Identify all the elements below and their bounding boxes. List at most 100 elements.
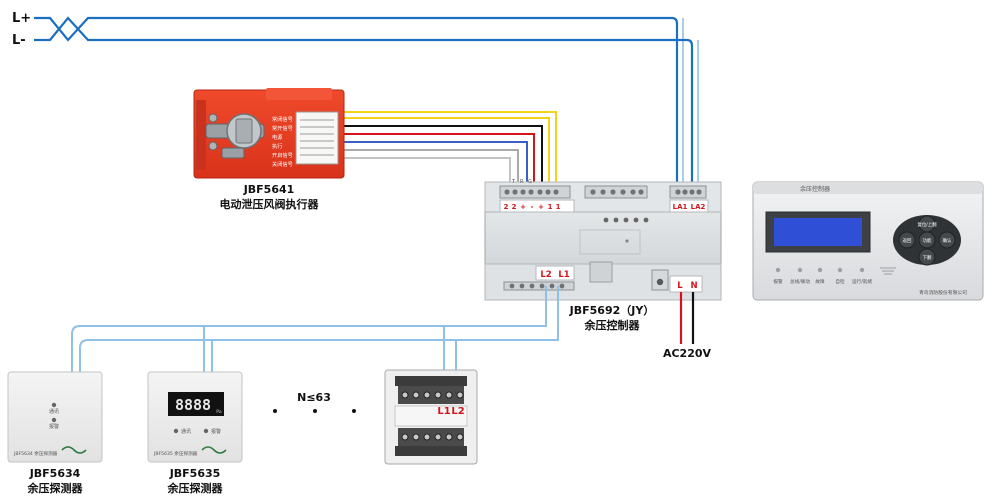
controller-loop-terminals: LA1 LA2 — [669, 185, 709, 213]
screw-icon — [208, 141, 218, 151]
power-terminal-n: N — [690, 281, 697, 291]
base-center — [394, 405, 468, 427]
sensor-led — [173, 428, 179, 434]
bus-l-plus-label: L+ — [12, 11, 31, 26]
indicator-label: 运行/就绪 — [852, 278, 872, 285]
sensor-led-label: 通讯 — [49, 408, 59, 415]
power-terminal-l: L — [677, 281, 683, 291]
actuator-wires — [342, 111, 557, 186]
sensor-display-bezel — [168, 392, 224, 416]
panel-title: 余压控制器 — [800, 185, 830, 193]
actuator-label-row: 执行 — [272, 142, 282, 150]
wire-grey-2 — [342, 157, 511, 186]
base-rail-top — [395, 376, 467, 386]
actuator-label-row: 开启信号 — [272, 151, 293, 159]
panel-brand: 青鸟消防股份有限公司 — [919, 289, 967, 296]
panel-button-left-label: 返回 — [903, 237, 912, 244]
panel-button-right-label: 确认 — [943, 237, 952, 244]
base-screws-top — [401, 391, 464, 399]
sensor-jbf5635-model: JBF5635 — [169, 467, 221, 480]
sensor-led-label: 通讯 — [181, 428, 191, 435]
indicator-label: 自检 — [835, 278, 845, 285]
panel-button-center-label: 功能 — [923, 237, 932, 244]
base-terminal-strip-top — [398, 386, 464, 404]
controller-jbf5692: 2 2 + - + 1 1 T R G LA1 LA2 — [484, 179, 722, 332]
controller-front-slot — [579, 229, 641, 255]
sensor-jbf5634-footer: JBF5634 余压探测器 — [13, 450, 58, 457]
panel-button-right[interactable] — [938, 231, 956, 249]
controller-power-terminals: L N — [651, 269, 703, 293]
indicator-led — [797, 267, 803, 273]
actuator-model: JBF5641 — [243, 183, 295, 196]
sensor-led — [51, 402, 57, 408]
indicator-label: 总线/联动 — [790, 278, 810, 285]
ellipsis-dot — [352, 409, 356, 413]
top-small-letter: R — [520, 179, 524, 185]
sensor-count: N≤63 — [273, 391, 356, 413]
panel-lcd-screen — [774, 218, 862, 246]
controller-front-dot — [625, 239, 629, 243]
panel-button-left[interactable] — [898, 231, 916, 249]
logo-icon — [201, 446, 227, 454]
sensor-bus-l1 — [79, 286, 559, 372]
actuator-side-ledge — [196, 100, 206, 170]
actuator-jbf5641: 常闭信号 常开信号 电源 执行 开启信号 关闭信号 JBF5641 电动泄压风阀… — [193, 88, 345, 211]
indicator-led — [775, 267, 781, 273]
top-terminal-label: 2 — [504, 203, 509, 211]
loop-terminal-la2: LA2 — [691, 203, 706, 211]
wire-black — [342, 125, 543, 186]
panel-button-up-label: 复位/上翻 — [917, 221, 937, 228]
sensor-bus-l2 — [71, 286, 547, 372]
panel-button-center[interactable] — [918, 231, 936, 249]
panel-vent-lines — [880, 267, 896, 275]
panel-header — [753, 182, 983, 194]
top-terminal-label: 1 — [548, 203, 553, 211]
panel-button-down-label: 下翻 — [923, 254, 932, 261]
screw-icon — [208, 113, 218, 123]
actuator-clamp — [205, 113, 265, 159]
base-screws-bottom — [401, 433, 464, 441]
din-clip — [589, 261, 613, 283]
top-terminal-label: - — [531, 203, 534, 211]
indicator-led — [837, 267, 843, 273]
wire-red — [342, 133, 535, 186]
ellipsis-dot — [273, 409, 277, 413]
sensor-jbf5634-name: 余压探测器 — [27, 481, 84, 495]
controller-model: JBF5692（JY） — [569, 304, 655, 317]
sensor-jbf5634-model: JBF5634 — [29, 467, 81, 480]
indicator-label: 故障 — [815, 278, 825, 285]
bus-l-minus-wire — [34, 16, 694, 186]
sensor-terminal-l2: L2 — [540, 270, 551, 280]
sensor-led — [51, 417, 57, 423]
sensor-led-label: 报警 — [211, 428, 221, 435]
sensor-led — [203, 428, 209, 434]
sensor-jbf5634: 通讯 报警 JBF5634 余压探测器 JBF5634 余压探测器 — [7, 371, 103, 495]
ac-power-wires: AC220V — [663, 292, 712, 360]
top-small-letter: T — [511, 179, 516, 185]
base-terminal-l2: L2 — [451, 406, 464, 417]
panel-indicators: 报警 总线/联动 故障 自检 运行/就绪 — [773, 267, 872, 285]
sensor-display-unit: Pa — [216, 409, 222, 415]
power-label: AC220V — [663, 347, 712, 360]
controller-front-panel: 余压控制器 复位/上翻 下翻 返回 确认 功能 报警 总线/联动 故障 — [752, 181, 984, 301]
top-terminal-label: + — [538, 203, 544, 211]
controller-name: 余压控制器 — [584, 318, 641, 332]
actuator-name: 电动泄压风阀执行器 — [220, 197, 320, 211]
sensor-jbf5635-name: 余压探测器 — [167, 481, 224, 495]
actuator-top-ledge — [266, 88, 332, 100]
controller-sensor-terminals: L2 L1 — [503, 265, 575, 291]
sensor-jbf5635-footer: JBF5635 余压探测器 — [153, 450, 198, 457]
panel-button-down[interactable] — [918, 248, 936, 266]
indicator-led — [817, 267, 823, 273]
top-terminal-label: 2 — [512, 203, 517, 211]
sensor-jbf5635: 8888 Pa 通讯 报警 JBF5635 余压探测器 JBF5635 余压探测… — [147, 371, 243, 495]
wire-yellow-1 — [342, 111, 557, 186]
panel-nav-cluster: 复位/上翻 下翻 返回 确认 功能 — [893, 215, 961, 266]
actuator-label-row: 关闭信号 — [272, 160, 293, 168]
actuator-label-rows: 常闭信号 常开信号 电源 执行 开启信号 关闭信号 — [272, 115, 293, 168]
top-terminal-label: + — [520, 203, 526, 211]
sensor-terminal-l1: L1 — [558, 270, 569, 280]
bus-l-plus-wire — [34, 16, 679, 186]
actuator-label-row: 常闭信号 — [272, 115, 293, 123]
